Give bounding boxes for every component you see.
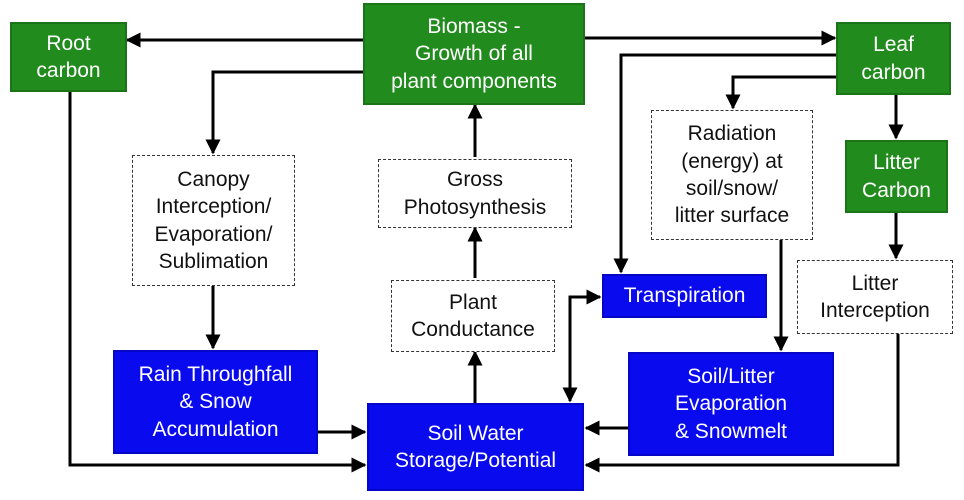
node-rain-throughfall: Rain Throughfall & Snow Accumulation: [113, 350, 318, 454]
node-plant-conductance: Plant Conductance: [391, 280, 555, 352]
node-canopy-interception: Canopy Interception/ Evaporation/ Sublim…: [132, 155, 295, 286]
node-litter-carbon: Litter Carbon: [845, 140, 948, 213]
arrow-leaf-carbon-to-radiation: [725, 75, 836, 110]
node-root-carbon: Root carbon: [10, 22, 127, 92]
node-leaf-carbon: Leaf carbon: [836, 22, 951, 95]
node-transpiration: Transpiration: [602, 274, 767, 318]
arrow-litter-interception-to-soil-water: [584, 334, 900, 473]
node-biomass: Biomass - Growth of all plant components: [363, 3, 585, 105]
node-litter-interception: Litter Interception: [797, 260, 953, 334]
node-soil-water: Soil Water Storage/Potential: [367, 403, 584, 491]
node-gross-photosynthesis: Gross Photosynthesis: [378, 159, 572, 228]
arrow-soil-water-transpiration-exchange: [562, 289, 602, 403]
arrow-biomass-to-canopy-interception: [205, 70, 363, 155]
arrow-root-carbon-to-soil-water: [68, 92, 367, 473]
arrow-leaf-carbon-to-transpiration: [613, 53, 836, 274]
node-radiation: Radiation (energy) at soil/snow/ litter …: [651, 110, 813, 240]
node-soil-litter-evaporation: Soil/Litter Evaporation & Snowmelt: [628, 352, 834, 456]
